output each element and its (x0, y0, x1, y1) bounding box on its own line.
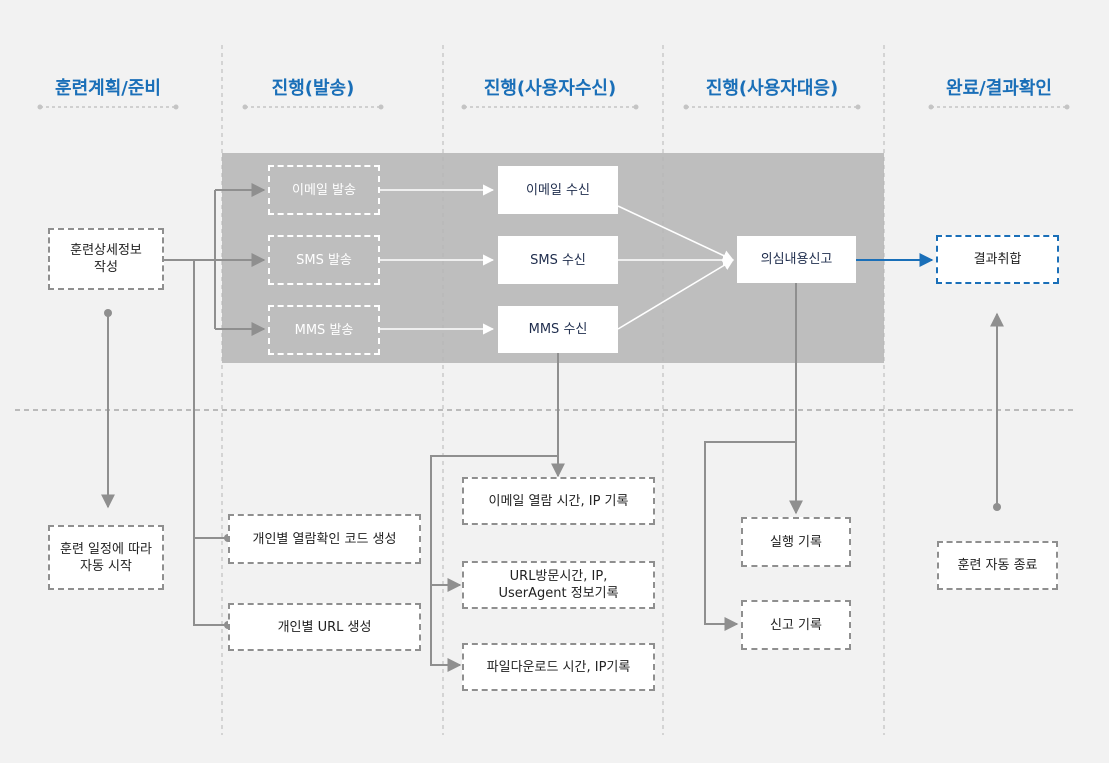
training-detail-node: 훈련상세정보 작성 (48, 228, 164, 290)
sms-send-node: SMS 발송 (268, 235, 380, 285)
email-receive-node: 이메일 수신 (498, 166, 618, 214)
column-separators (221, 45, 885, 735)
column-title-result: 완료/결과확인 (946, 78, 1052, 99)
view-code-node: 개인별 열람확인 코드 생성 (228, 514, 421, 564)
report-record-node: 신고 기록 (741, 600, 851, 650)
auto-start-node: 훈련 일정에 따라 자동 시작 (48, 525, 164, 590)
auto-end-node: 훈련 자동 종료 (937, 541, 1058, 590)
column-title-respond: 진행(사용자대응) (705, 78, 839, 99)
email-send-node: 이메일 발송 (268, 165, 380, 215)
url-log-node: URL방문시간, IP, UserAgent 정보기록 (462, 561, 655, 609)
gray-connectors (101, 183, 1004, 672)
url-create-node: 개인별 URL 생성 (228, 603, 421, 651)
email-log-node: 이메일 열람 시간, IP 기록 (462, 477, 655, 525)
column-title-plan: 훈련계획/준비 (55, 78, 161, 99)
execution-record-node: 실행 기록 (741, 517, 851, 567)
result-collect-node: 결과취합 (936, 235, 1059, 284)
title-underline-dots (37, 104, 1070, 110)
suspicious-report-node: 의심내용신고 (737, 236, 856, 283)
column-title-send: 진행(발송) (271, 78, 355, 99)
column-title-receive: 진행(사용자수신) (483, 78, 617, 99)
mms-send-node: MMS 발송 (268, 305, 380, 355)
mms-receive-node: MMS 수신 (498, 306, 618, 353)
white-connectors (380, 184, 735, 335)
file-log-node: 파일다운로드 시간, IP기록 (462, 643, 655, 691)
sms-receive-node: SMS 수신 (498, 236, 618, 284)
